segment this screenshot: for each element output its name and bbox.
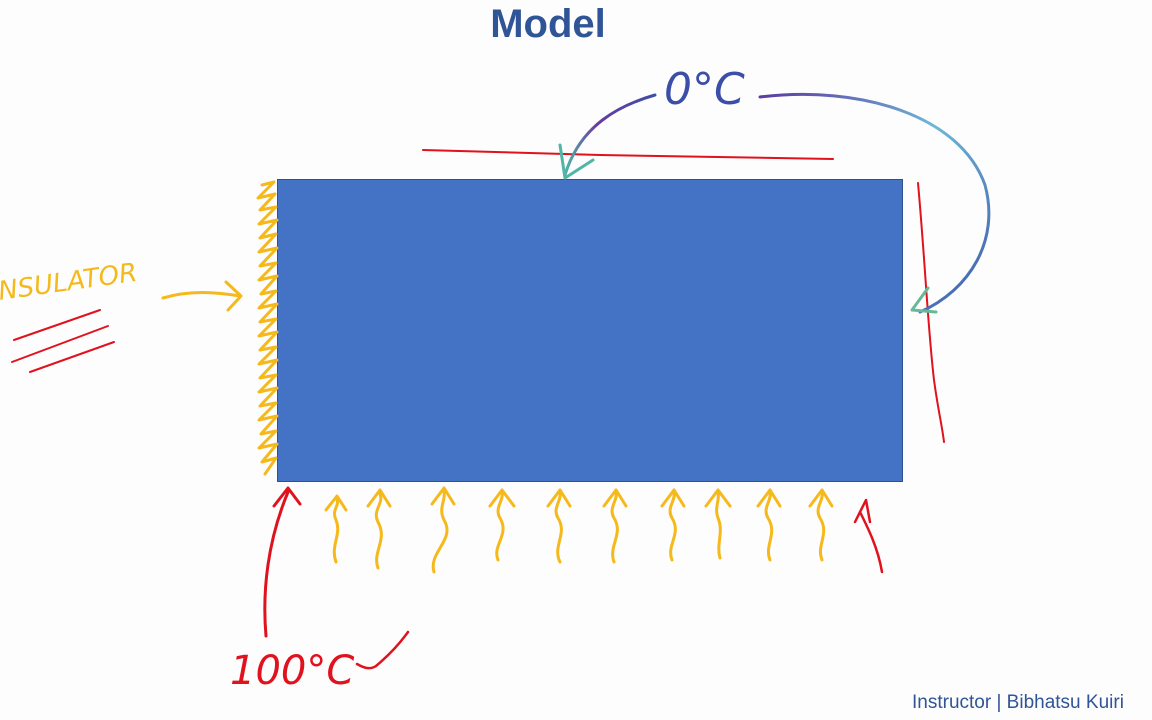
heat-arrow-3 [430, 486, 456, 574]
bottom-temperature-arrow-head [272, 486, 302, 508]
right-boundary-line [917, 182, 945, 443]
insulator-symbol-line-2 [11, 325, 109, 363]
heat-arrow-5 [546, 488, 572, 564]
instructor-credit: Instructor | Bibhatsu Kuiri [912, 692, 1124, 713]
heat-arrow-10 [808, 488, 834, 562]
cold-arrow-right-head [910, 286, 938, 314]
insulator-symbol-line-3 [29, 341, 115, 373]
plate-domain [277, 179, 903, 482]
heat-arrow-2 [366, 488, 392, 570]
heat-flux-arrows [324, 486, 834, 574]
insulator-symbol-line-1 [13, 309, 101, 341]
slide-title: Model [490, 2, 606, 46]
bottom-temperature-arrow [263, 490, 290, 638]
cold-arrow-top-head [558, 143, 595, 180]
insulator-label: INSULATOR [0, 258, 139, 308]
top-temperature-label: 0°C [664, 64, 745, 115]
heat-arrow-7 [660, 488, 686, 562]
heat-arrow-4 [488, 488, 516, 562]
insulator-arrow-head [224, 280, 243, 312]
cold-arrow-top [563, 93, 657, 177]
insulator-hatching [256, 180, 279, 476]
cold-arrow-right [758, 93, 991, 314]
bottom-right-boundary-arrow [853, 498, 884, 574]
top-boundary-line [422, 149, 834, 160]
heat-arrow-6 [602, 488, 628, 564]
bottom-temperature-label: 100°C [230, 648, 354, 694]
heat-arrow-8 [704, 488, 732, 560]
heat-arrow-1 [324, 494, 348, 564]
check-mark [355, 630, 410, 670]
heat-arrow-9 [756, 488, 782, 562]
insulator-arrow [161, 291, 242, 300]
